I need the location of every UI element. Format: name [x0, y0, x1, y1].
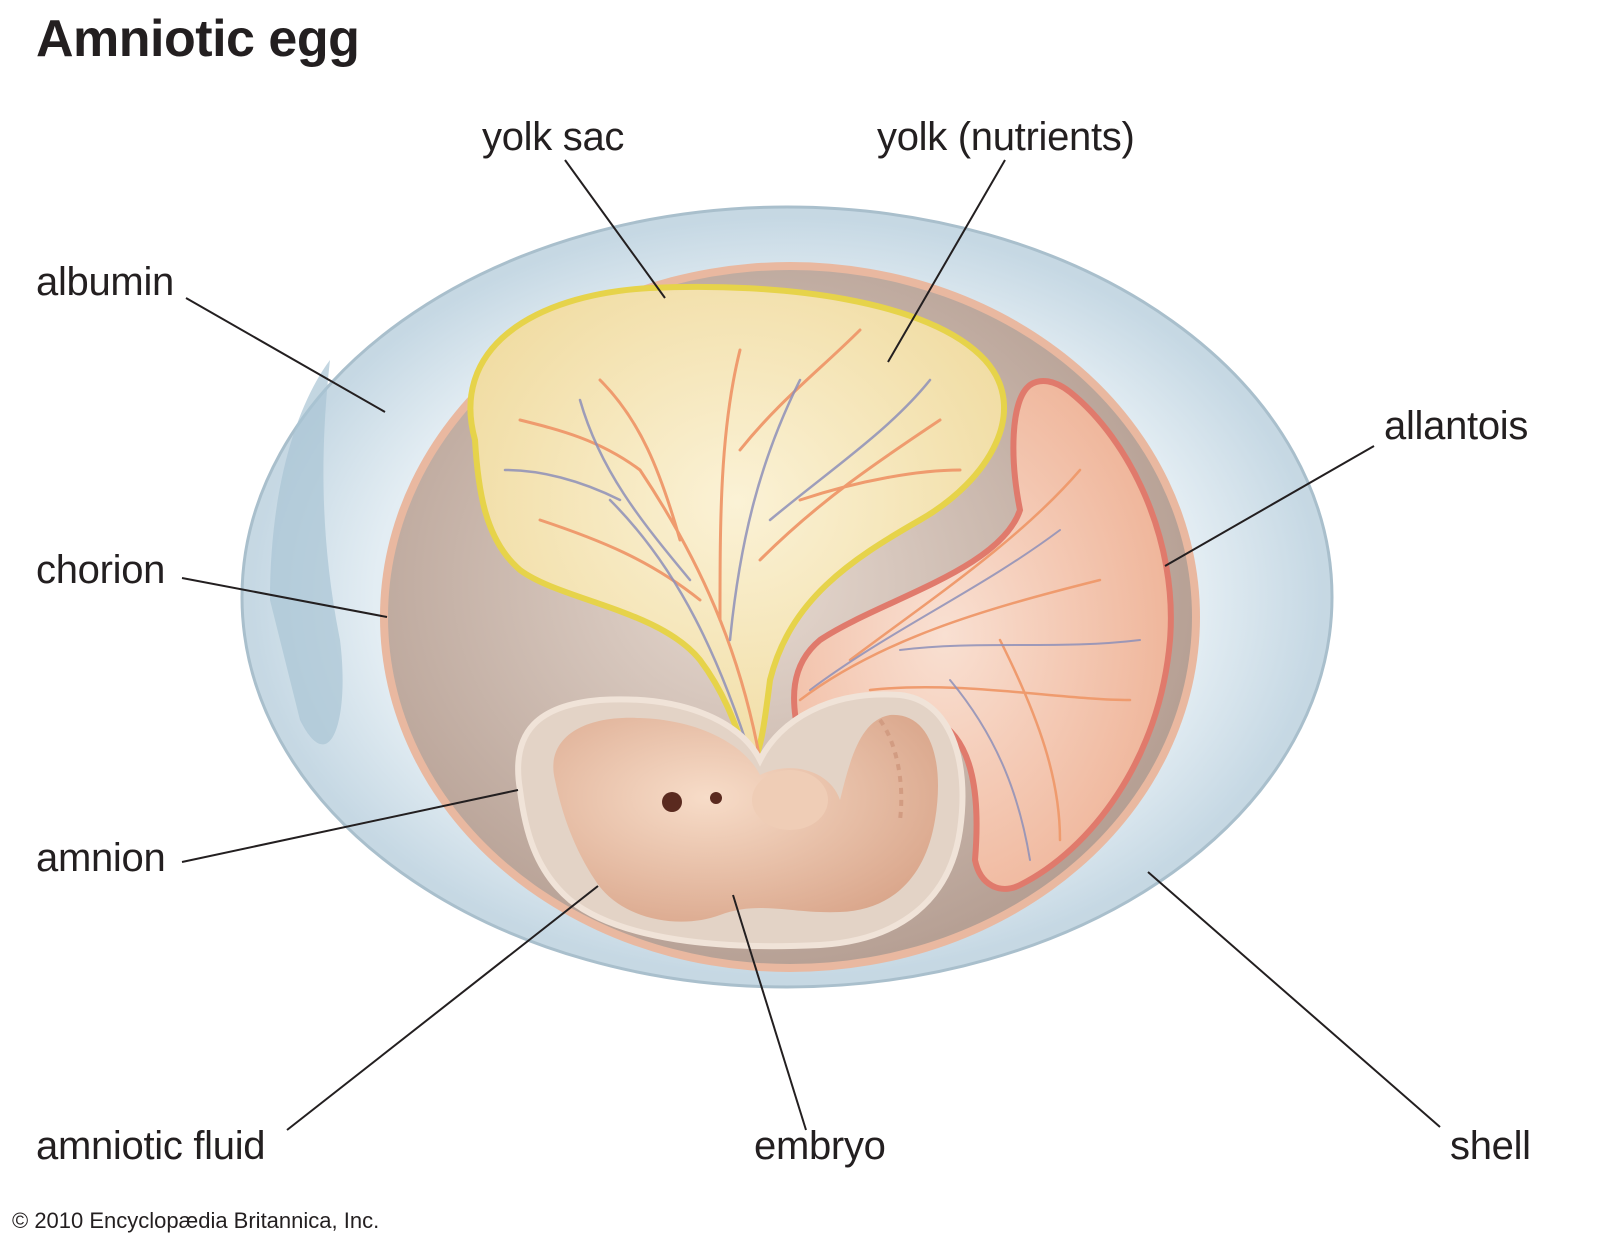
- leader-yolk-sac: [564, 159, 666, 299]
- embryo: [553, 714, 938, 922]
- leader-amniotic-fluid: [286, 885, 599, 1131]
- label-amnion: amnion: [36, 836, 166, 880]
- label-amniotic-fluid: amniotic fluid: [36, 1124, 266, 1168]
- leader-shell: [1147, 871, 1441, 1128]
- yolk-vessels: [503, 328, 962, 762]
- copyright-notice: © 2010 Encyclopædia Britannica, Inc.: [12, 1208, 380, 1233]
- yolk-sac: [467, 283, 1007, 770]
- label-albumin: albumin: [36, 260, 174, 304]
- leader-chorion: [181, 577, 388, 618]
- label-chorion: chorion: [36, 548, 166, 592]
- label-shell: shell: [1450, 1124, 1531, 1168]
- label-allantois: allantois: [1384, 404, 1529, 448]
- page-title: Amniotic egg: [36, 10, 360, 68]
- label-yolk-sac: yolk sac: [482, 115, 625, 159]
- allantois-vessels: [798, 468, 1141, 861]
- albumin-shadow: [270, 360, 343, 745]
- leader-amnion: [181, 789, 519, 863]
- leader-embryo: [732, 894, 807, 1131]
- leader-lines: [181, 159, 1441, 1131]
- leader-albumin: [185, 297, 386, 413]
- label-yolk: yolk (nutrients): [877, 115, 1135, 159]
- allantois: [791, 377, 1174, 892]
- leader-yolk: [887, 159, 1006, 363]
- label-embryo: embryo: [754, 1124, 886, 1168]
- leader-allantois: [1164, 445, 1375, 567]
